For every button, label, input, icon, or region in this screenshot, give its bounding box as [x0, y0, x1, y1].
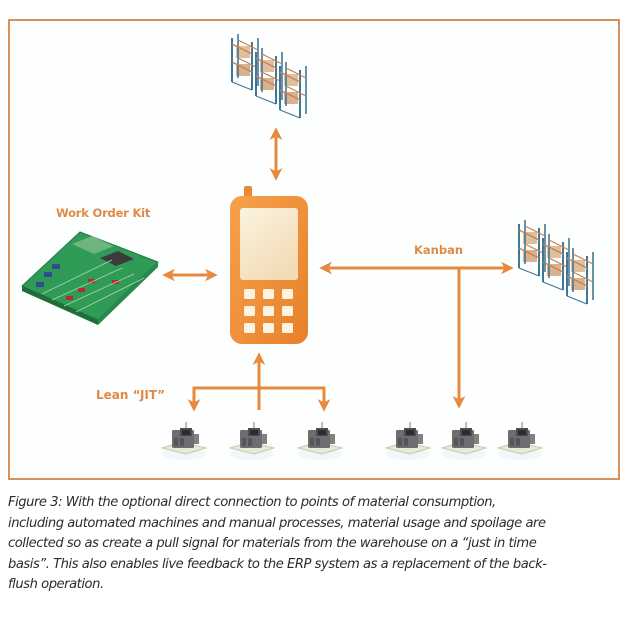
- figure-caption: Figure 3: With the optional direct conne…: [8, 493, 633, 596]
- mobile-phone-icon: [230, 186, 308, 344]
- lean-jit-label: Lean “JIT”: [96, 388, 165, 402]
- warehouse-racks-icon: [519, 220, 593, 304]
- caption-line: Figure 3: With the optional direct conne…: [8, 495, 496, 510]
- machine-icon: [229, 421, 275, 461]
- machine-icon: [297, 421, 343, 461]
- work-order-kit-label: Work Order Kit: [56, 206, 151, 220]
- kanban-label: Kanban: [414, 243, 464, 257]
- arrow-jit-branch: [192, 386, 326, 405]
- machine-icon: [497, 421, 543, 461]
- caption-line: including automated machines and manual …: [8, 515, 546, 531]
- machine-icon: [161, 421, 207, 461]
- caption-line: basis”. This also enables live feedback …: [8, 556, 547, 572]
- circuit-board-icon: [21, 231, 159, 325]
- caption-line: collected so as create a pull signal for…: [8, 536, 537, 551]
- machine-icon: [441, 421, 487, 461]
- machine-icon: [385, 421, 431, 461]
- caption-line: flush operation.: [8, 577, 104, 592]
- warehouse-racks-icon: [232, 34, 306, 118]
